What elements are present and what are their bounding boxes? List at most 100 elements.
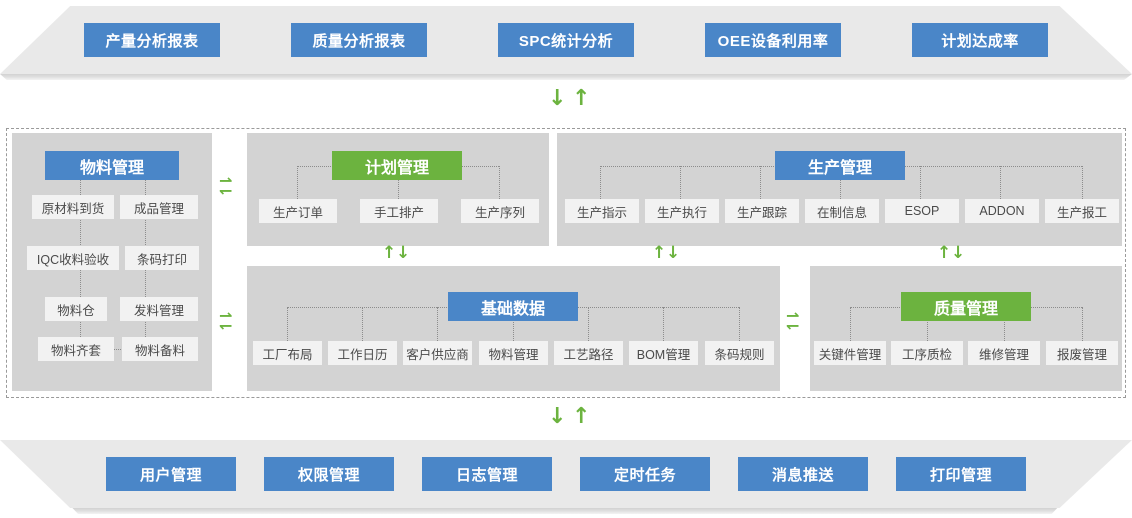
chip-plan-achievement-rate[interactable]: 计划达成率 [912, 23, 1048, 57]
top-vertical-arrow-pair: ↓ ↑ [548, 88, 608, 120]
leaf-basic-0[interactable]: 工厂布局 [253, 341, 322, 365]
connector-production-v6 [1082, 166, 1083, 199]
panel-plan-management[interactable]: 计划管理 生产订单 手工排产 生产序列 [247, 133, 549, 246]
connector-quality-v0 [850, 307, 851, 341]
leaf-quality-3[interactable]: 报废管理 [1046, 341, 1118, 365]
connector-basic-v0 [287, 307, 288, 341]
arrow-left-icon: ↽ [219, 316, 233, 335]
vertical-arrows-plan-basic: ↑ ↓ [382, 243, 424, 268]
arrow-down-icon: ↓ [666, 243, 681, 263]
connector-quality-v2 [1004, 307, 1005, 341]
leaf-production-6[interactable]: 生产报工 [1045, 199, 1119, 223]
platform-layer-chips: 用户管理 权限管理 日志管理 定时任务 消息推送 打印管理 [0, 440, 1132, 508]
panel-material-management[interactable]: 物料管理 原材料到货 成品管理 IQC收料验收 条码打印 物料仓 发料管理 物料… [12, 133, 212, 391]
leaf-plan-2[interactable]: 生产序列 [461, 199, 539, 223]
connector-quality-v3 [1082, 307, 1083, 341]
exchange-arrows-material-basic: ⇀ ↽ [219, 308, 245, 336]
panel-title-plan-management: 计划管理 [332, 151, 462, 180]
leaf-basic-3[interactable]: 物料管理 [479, 341, 548, 365]
connector-basic-v6 [739, 307, 740, 341]
connector-plan-v0 [297, 166, 298, 199]
panel-production-management[interactable]: 生产管理 生产指示 生产执行 生产跟踪 在制信息 ESOP ADDON 生产报工 [557, 133, 1122, 246]
arrow-up-icon: ↑ [382, 243, 397, 263]
arrow-up-icon: ↑ [572, 404, 591, 429]
connector-production-v4 [920, 166, 921, 199]
arrow-right-icon: ⇀ [786, 306, 800, 325]
panel-title-basic-data: 基础数据 [448, 292, 578, 321]
arrow-down-icon: ↓ [396, 243, 411, 263]
connector-material-left-spine [80, 180, 81, 361]
chip-print-management[interactable]: 打印管理 [896, 457, 1026, 491]
chip-quality-analysis-report[interactable]: 质量分析报表 [291, 23, 427, 57]
connector-basic-v4 [588, 307, 589, 341]
chip-spc-statistics[interactable]: SPC统计分析 [498, 23, 634, 57]
arrow-left-icon: ↽ [786, 316, 800, 335]
leaf-material-1[interactable]: 成品管理 [120, 195, 198, 219]
arrow-right-icon: ⇀ [219, 171, 233, 190]
exchange-arrows-basic-quality: ⇀ ↽ [786, 308, 812, 336]
leaf-material-0[interactable]: 原材料到货 [32, 195, 114, 219]
core-modules-container: 物料管理 原材料到货 成品管理 IQC收料验收 条码打印 物料仓 发料管理 物料… [6, 128, 1126, 398]
connector-plan-v2 [499, 166, 500, 199]
leaf-quality-0[interactable]: 关键件管理 [814, 341, 886, 365]
leaf-material-3[interactable]: 条码打印 [125, 246, 199, 270]
leaf-basic-6[interactable]: 条码规则 [705, 341, 774, 365]
arrow-down-icon: ↓ [951, 243, 966, 263]
connector-plan-v1 [398, 166, 399, 199]
chip-scheduled-tasks[interactable]: 定时任务 [580, 457, 710, 491]
connector-material-bridge [109, 349, 123, 350]
connector-basic-v2 [437, 307, 438, 341]
leaf-material-2[interactable]: IQC收料验收 [27, 246, 119, 270]
arrow-up-icon: ↑ [937, 243, 952, 263]
reporting-layer-chips: 产量分析报表 质量分析报表 SPC统计分析 OEE设备利用率 计划达成率 [0, 6, 1132, 74]
vertical-arrows-production-quality: ↑ ↓ [937, 243, 979, 268]
leaf-production-0[interactable]: 生产指示 [565, 199, 639, 223]
bottom-banner-shadow [72, 508, 1058, 514]
leaf-material-7[interactable]: 物料备料 [122, 337, 198, 361]
leaf-plan-0[interactable]: 生产订单 [259, 199, 337, 223]
arrow-right-icon: ⇀ [219, 306, 233, 325]
leaf-material-4[interactable]: 物料仓 [45, 297, 107, 321]
leaf-basic-4[interactable]: 工艺路径 [554, 341, 623, 365]
arrow-down-icon: ↓ [548, 86, 567, 111]
chip-oee-utilization[interactable]: OEE设备利用率 [705, 23, 841, 57]
chip-user-management[interactable]: 用户管理 [106, 457, 236, 491]
panel-quality-management[interactable]: 质量管理 关键件管理 工序质检 维修管理 报废管理 [810, 266, 1122, 391]
connector-production-v5 [1000, 166, 1001, 199]
leaf-production-1[interactable]: 生产执行 [645, 199, 719, 223]
chip-permission-management[interactable]: 权限管理 [264, 457, 394, 491]
panel-title-material-management: 物料管理 [45, 151, 179, 180]
arrow-left-icon: ↽ [219, 181, 233, 200]
leaf-quality-2[interactable]: 维修管理 [968, 341, 1040, 365]
chip-output-analysis-report[interactable]: 产量分析报表 [84, 23, 220, 57]
leaf-material-5[interactable]: 发料管理 [120, 297, 198, 321]
leaf-production-5[interactable]: ADDON [965, 199, 1039, 223]
leaf-quality-1[interactable]: 工序质检 [891, 341, 963, 365]
chip-message-push[interactable]: 消息推送 [738, 457, 868, 491]
leaf-production-4[interactable]: ESOP [885, 199, 959, 223]
connector-basic-v1 [362, 307, 363, 341]
connector-basic-v3 [513, 307, 514, 341]
top-banner-shadow [0, 74, 1132, 80]
leaf-material-6[interactable]: 物料齐套 [38, 337, 114, 361]
leaf-basic-1[interactable]: 工作日历 [328, 341, 397, 365]
bottom-vertical-arrow-pair: ↓ ↑ [548, 406, 608, 438]
connector-material-right-spine [145, 180, 146, 361]
connector-production-v1 [680, 166, 681, 199]
connector-quality-v1 [927, 307, 928, 341]
chip-log-management[interactable]: 日志管理 [422, 457, 552, 491]
leaf-production-2[interactable]: 生产跟踪 [725, 199, 799, 223]
exchange-arrows-material-plan: ⇀ ↽ [219, 173, 245, 201]
panel-title-quality-management: 质量管理 [901, 292, 1031, 321]
leaf-plan-1[interactable]: 手工排产 [360, 199, 438, 223]
leaf-basic-5[interactable]: BOM管理 [629, 341, 698, 365]
panel-basic-data[interactable]: 基础数据 工厂布局 工作日历 客户供应商 物料管理 工艺路径 BOM管理 条码规… [247, 266, 780, 391]
connector-production-v2 [760, 166, 761, 199]
vertical-arrows-production-basic: ↑ ↓ [652, 243, 694, 268]
connector-production-v3 [840, 166, 841, 199]
panel-title-production-management: 生产管理 [775, 151, 905, 180]
leaf-basic-2[interactable]: 客户供应商 [403, 341, 472, 365]
arrow-down-icon: ↓ [548, 404, 567, 429]
leaf-production-3[interactable]: 在制信息 [805, 199, 879, 223]
